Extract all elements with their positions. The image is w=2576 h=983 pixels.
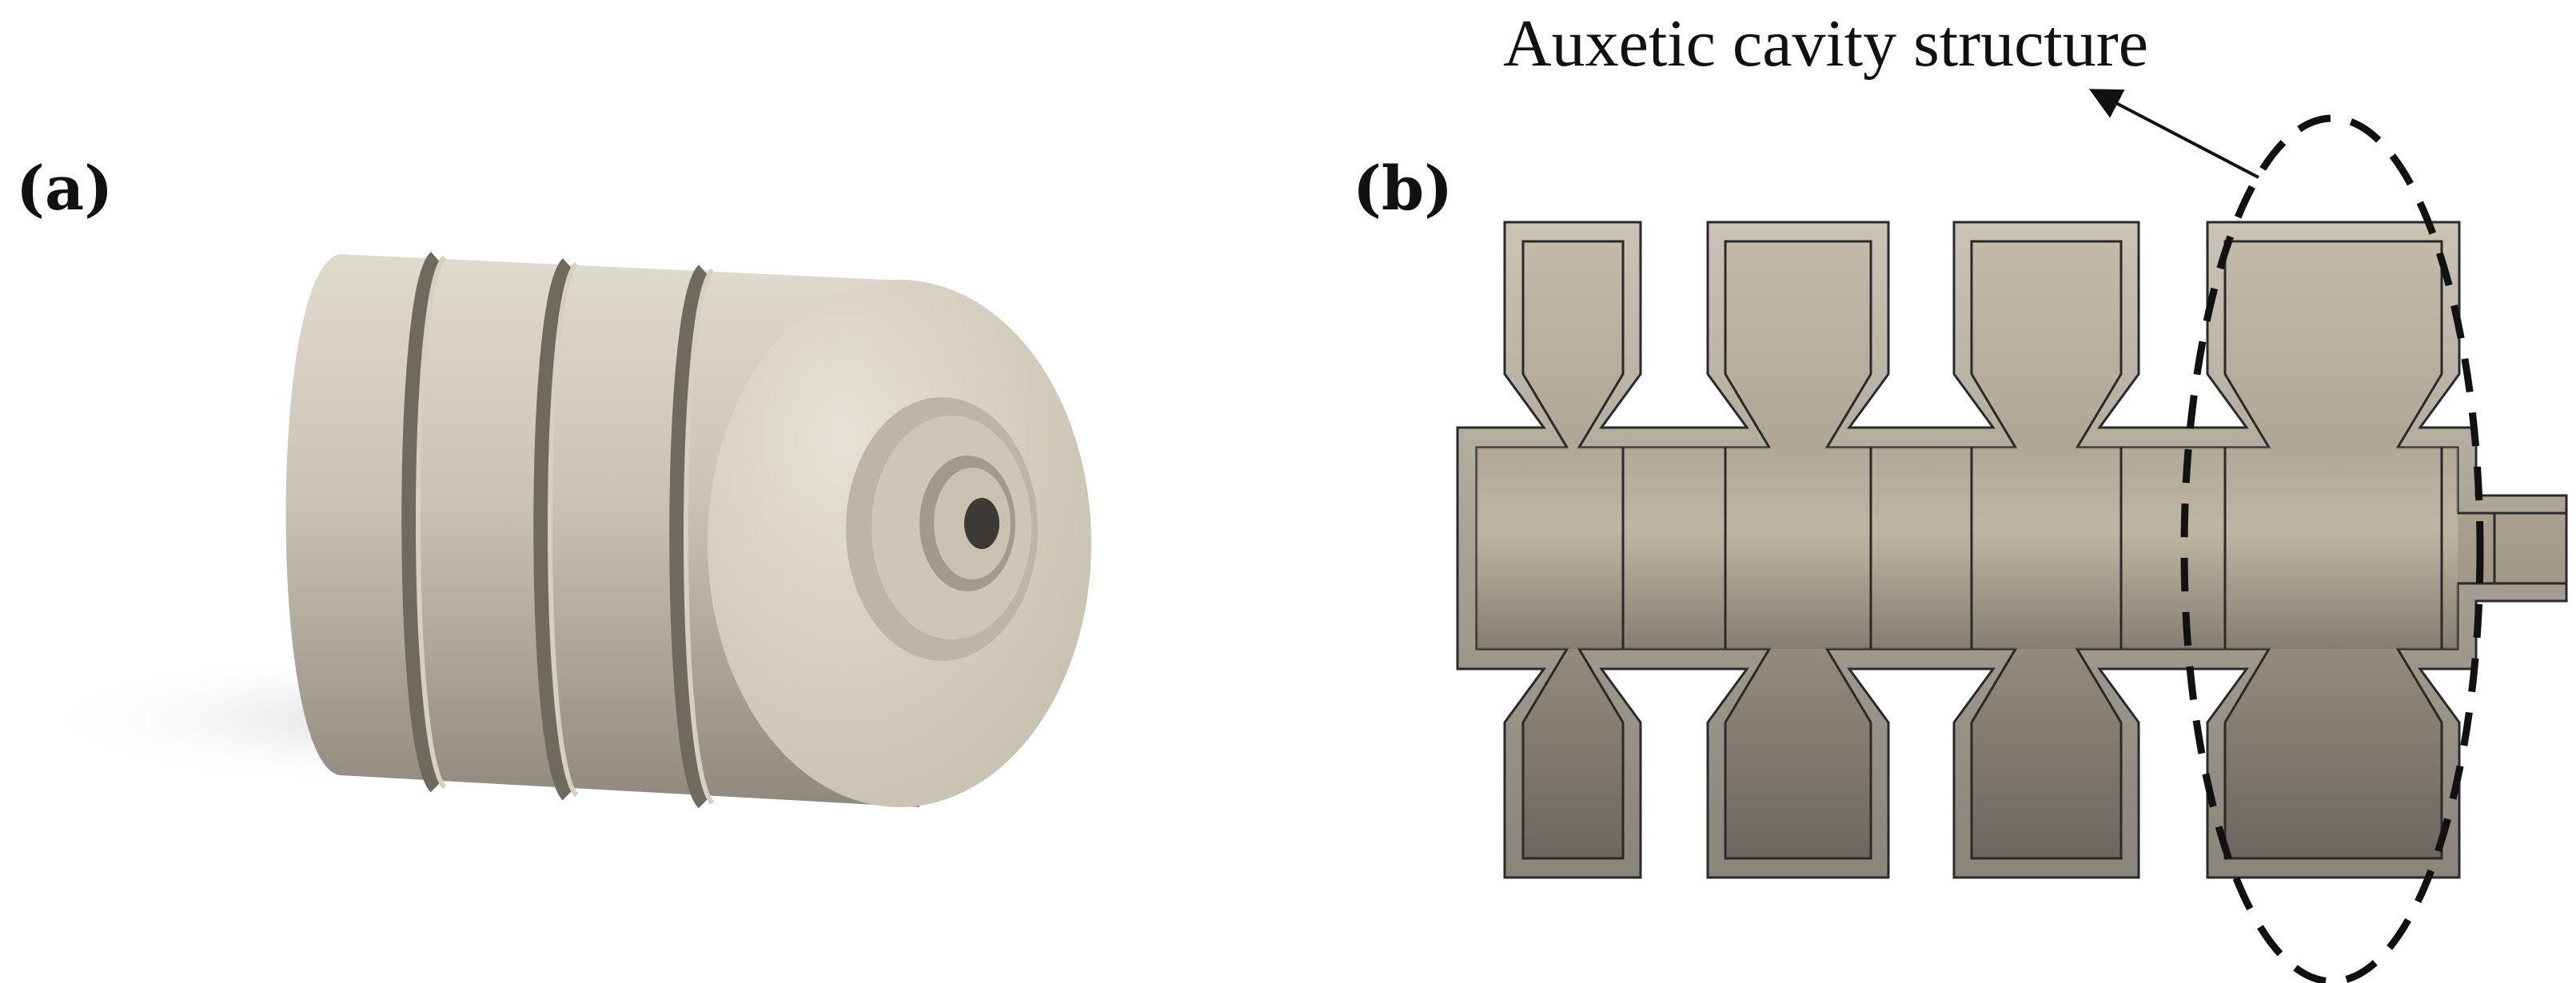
annotation-text: Auxetic cavity structure — [1503, 6, 2148, 81]
highlight-ellipse — [2180, 114, 2484, 983]
panel-a-label: (a) — [16, 153, 113, 224]
outlet-nozzle — [2493, 511, 2566, 585]
annotation-arrow — [2088, 89, 2259, 179]
panel-a: (a) — [16, 153, 1091, 809]
groove-3 — [669, 265, 710, 809]
groove-2 — [533, 258, 574, 801]
panel-b: (b) Auxetic cavity structure — [1353, 6, 2568, 983]
end-face — [708, 280, 1091, 807]
center-hole — [964, 498, 999, 549]
panel-b-label: (b) — [1353, 153, 1453, 224]
shaft-band — [1477, 448, 2458, 649]
groove-1 — [401, 252, 442, 793]
chamber-dividers — [1621, 448, 2443, 649]
